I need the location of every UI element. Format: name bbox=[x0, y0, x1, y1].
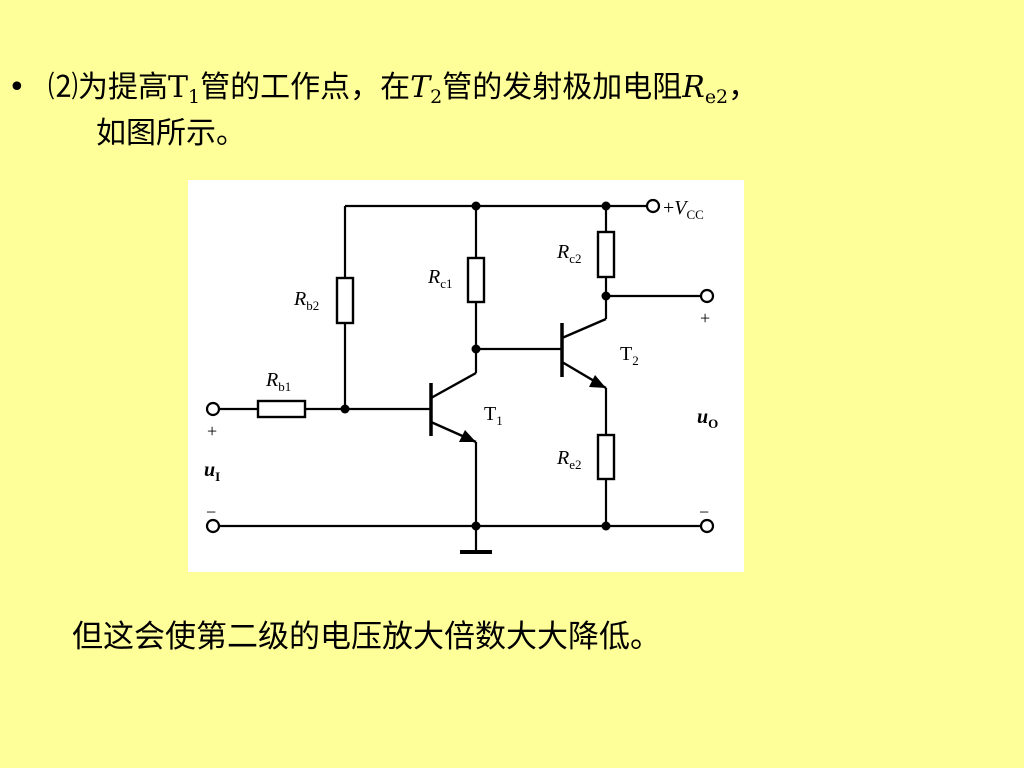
line1-mid2: 管的发射极加电阻 bbox=[442, 70, 683, 105]
output-minus-sign: − bbox=[699, 502, 709, 522]
rb2-label: Rb2 bbox=[293, 288, 319, 313]
uo-label: uO bbox=[697, 406, 718, 431]
line1-prefix: ⑵为提高 bbox=[48, 70, 168, 105]
output-plus-sign: + bbox=[700, 308, 710, 328]
resistors bbox=[256, 230, 616, 481]
t1-subscript: 1 bbox=[188, 86, 201, 108]
vcc-label: +VCC bbox=[663, 197, 704, 222]
re-letter: R bbox=[682, 70, 705, 105]
output-minus-terminal bbox=[699, 518, 715, 534]
t2-letter: T bbox=[410, 70, 431, 105]
transistor-t2 bbox=[560, 317, 607, 390]
line1-mid: 管的工作点，在 bbox=[200, 70, 411, 105]
rc1-label: Rc1 bbox=[427, 266, 453, 291]
ui-label: uI bbox=[204, 459, 220, 484]
line1-suffix: ， bbox=[728, 70, 759, 105]
component-labels: Rb2 Rb1 Rc1 Rc2 Re2 T1 T2 +VCC + uO − + … bbox=[204, 197, 718, 522]
rb1-label: Rb1 bbox=[265, 369, 291, 394]
circuit-diagram: Rb2 Rb1 Rc1 Rc2 Re2 T1 T2 +VCC + uO − + … bbox=[204, 197, 718, 554]
t2-emitter-arrow bbox=[589, 375, 606, 388]
terminals bbox=[205, 198, 715, 534]
output-plus-terminal bbox=[699, 288, 715, 304]
rc1-resistor bbox=[466, 256, 486, 304]
rb2-resistor bbox=[335, 276, 355, 325]
wires bbox=[219, 204, 701, 554]
rb1-resistor bbox=[256, 399, 307, 419]
t1-label: T1 bbox=[484, 403, 503, 428]
t1-emitter-arrow bbox=[459, 430, 476, 442]
input-plus-terminal bbox=[205, 401, 221, 417]
t2-label: T2 bbox=[620, 343, 639, 368]
bullet-line-1: ⑵为提高T1管的工作点，在T2管的发射极加电阻Re2， bbox=[48, 70, 758, 115]
vcc-terminal bbox=[645, 198, 661, 214]
bullet-line-2: 如图所示。 bbox=[96, 116, 246, 151]
re2-label: Re2 bbox=[556, 447, 582, 472]
rc2-label: Rc2 bbox=[556, 241, 582, 266]
rc2-resistor bbox=[596, 230, 616, 279]
t1-letter: T bbox=[168, 70, 189, 105]
bullet-dot: • bbox=[8, 70, 26, 105]
input-minus-sign: − bbox=[206, 502, 216, 522]
junctions bbox=[340, 201, 611, 531]
t2-subscript: 2 bbox=[430, 86, 443, 108]
input-minus-terminal bbox=[205, 518, 221, 534]
transistor-t1 bbox=[429, 371, 477, 444]
caption-text: 但这会使第二级的电压放大倍数大大降低。 bbox=[72, 619, 661, 655]
re-subscript: e2 bbox=[704, 86, 729, 108]
circuit-figure: Rb2 Rb1 Rc1 Rc2 Re2 T1 T2 +VCC + uO − + … bbox=[188, 180, 744, 572]
input-plus-sign: + bbox=[207, 421, 217, 441]
re2-resistor bbox=[596, 433, 616, 481]
